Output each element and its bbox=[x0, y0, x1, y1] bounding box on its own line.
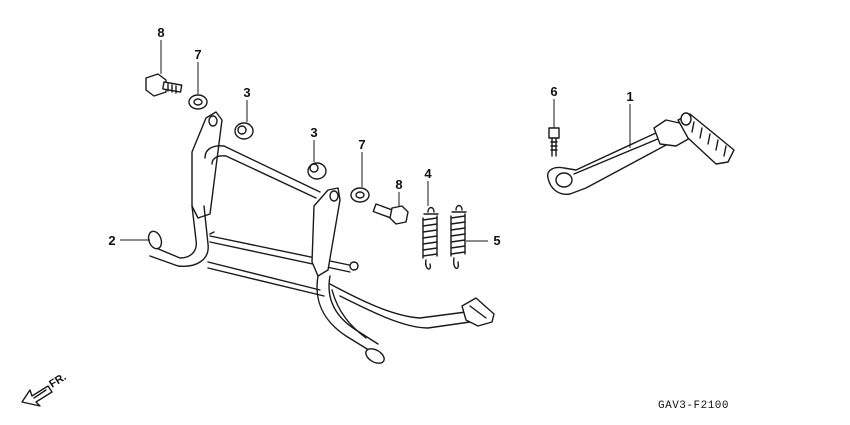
washer-7-top bbox=[188, 94, 208, 110]
callout-2: 2 bbox=[108, 233, 115, 248]
spring-5 bbox=[450, 204, 467, 269]
spring-4 bbox=[422, 206, 439, 270]
leader-lines bbox=[120, 40, 631, 242]
callout-7-top: 7 bbox=[194, 47, 201, 62]
bolt-8-mid bbox=[372, 203, 409, 225]
callout-6: 6 bbox=[550, 84, 557, 99]
callout-7-mid: 7 bbox=[358, 137, 365, 152]
bolt-6 bbox=[548, 127, 560, 157]
callout-5: 5 bbox=[493, 233, 500, 248]
bolt-8-top bbox=[145, 73, 183, 97]
collar-3-mid bbox=[307, 162, 327, 180]
diagram-code: GAV3-F2100 bbox=[658, 400, 729, 412]
main-stand-2 bbox=[147, 111, 495, 364]
callout-4: 4 bbox=[424, 166, 432, 181]
kick-starter-arm-1 bbox=[547, 112, 735, 195]
washer-7-mid bbox=[350, 187, 370, 203]
callout-3-top: 3 bbox=[243, 85, 250, 100]
front-direction-label: FR. bbox=[47, 371, 68, 391]
front-direction-arrow bbox=[21, 385, 53, 407]
callout-8-top: 8 bbox=[157, 25, 164, 40]
callout-3-mid: 3 bbox=[310, 125, 317, 140]
callout-8-mid: 8 bbox=[395, 177, 402, 192]
callout-1: 1 bbox=[626, 89, 633, 104]
collar-3-top bbox=[234, 122, 254, 140]
